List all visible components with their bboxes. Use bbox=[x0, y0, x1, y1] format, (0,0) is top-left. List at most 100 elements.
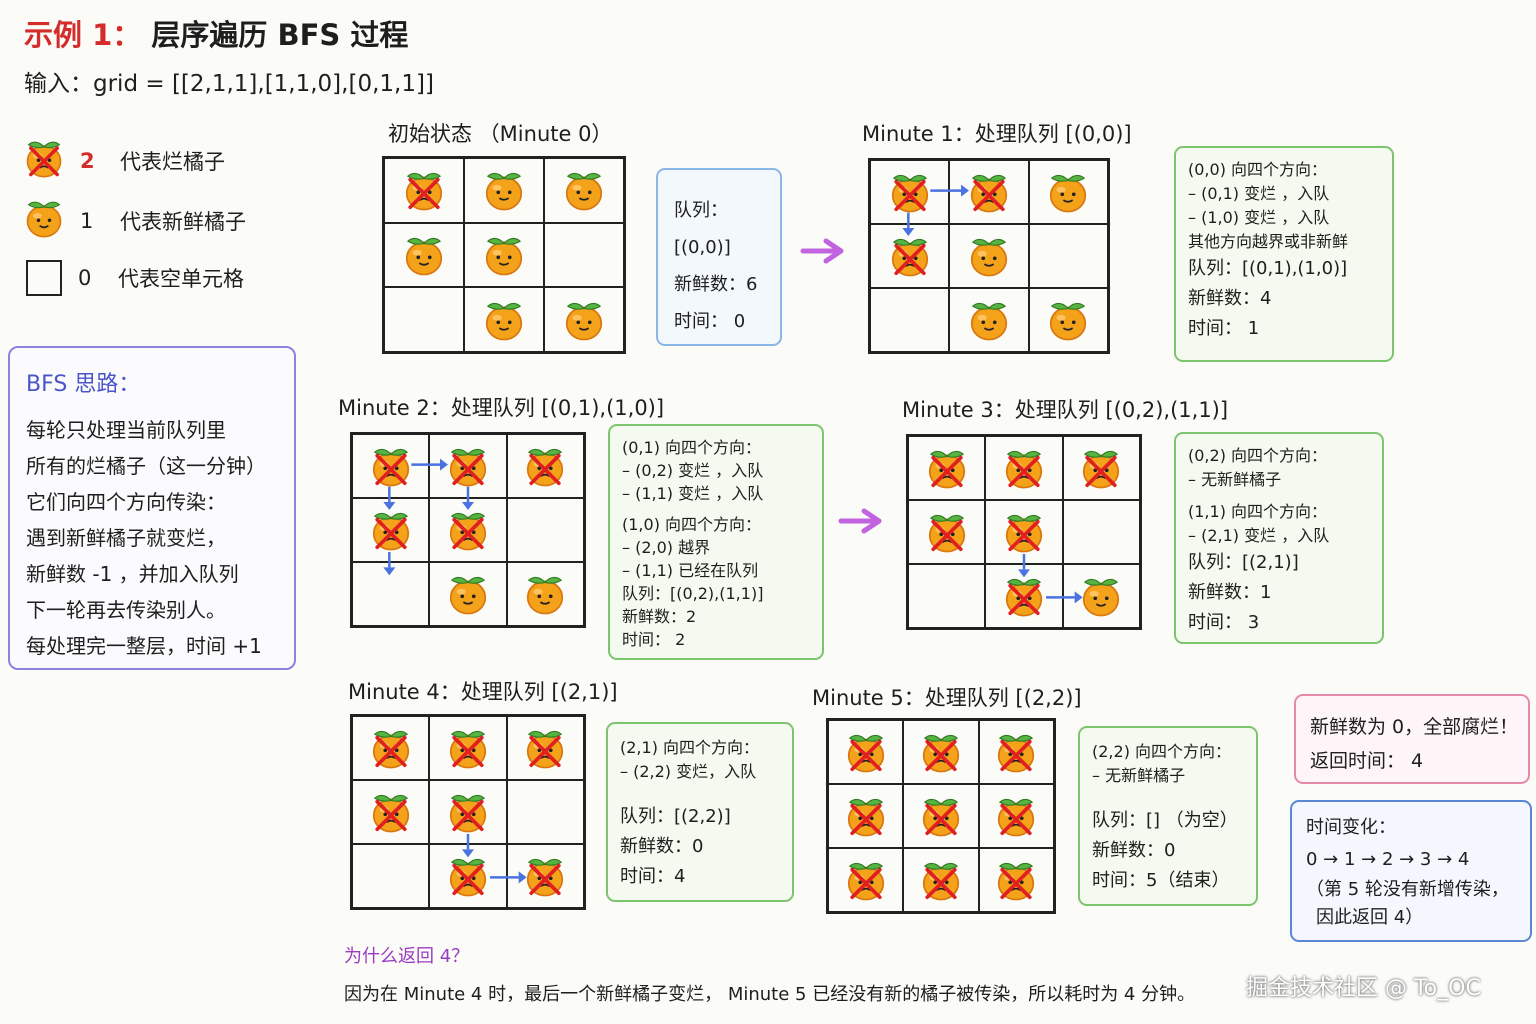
queue-value: 队列：[(2,2)] bbox=[620, 806, 731, 827]
grid-cell bbox=[949, 160, 1029, 224]
grid-cell bbox=[985, 500, 1063, 564]
legend-fresh: 1 代表新鲜橘子 bbox=[22, 196, 246, 245]
info-box-minute-4: (2,1) 向四个方向： – (2,2) 变烂，入队 队列：[(2,2)] 新鲜… bbox=[606, 722, 794, 902]
rotten-orange-icon bbox=[368, 725, 414, 771]
grid-cell bbox=[949, 288, 1029, 352]
bfs-line: 每处理完一整层，时间 +1 bbox=[26, 634, 262, 658]
grid-cell bbox=[828, 848, 904, 912]
grid-cell bbox=[828, 784, 904, 848]
fresh-orange-icon bbox=[481, 167, 527, 213]
rotten-orange-icon bbox=[1001, 573, 1047, 619]
grid-cell bbox=[352, 716, 430, 780]
grid-cell bbox=[1028, 288, 1108, 352]
grid-cell bbox=[985, 436, 1063, 500]
info-line: – 无新鲜橘子 bbox=[1092, 766, 1186, 785]
grid-minute-2 bbox=[350, 432, 586, 628]
grid-cell bbox=[506, 434, 584, 498]
grid-cell bbox=[908, 564, 986, 628]
rotten-orange-icon bbox=[887, 169, 933, 215]
fresh-count: 新鲜数：0 bbox=[1092, 840, 1176, 861]
rotten-orange-icon bbox=[522, 725, 568, 771]
grid-minute-5 bbox=[826, 718, 1056, 914]
step-arrow-icon bbox=[838, 508, 882, 534]
info-box-minute-1: (0,0) 向四个方向： – (0,1) 变烂 ，入队 – (1,0) 变烂 ，… bbox=[1174, 146, 1394, 362]
grid-cell bbox=[903, 720, 979, 784]
bfs-line: 遇到新鲜橘子就变烂， bbox=[26, 526, 226, 550]
grid-cell bbox=[429, 562, 507, 626]
grid-cell bbox=[464, 287, 544, 352]
queue-box-minute-0: 队列： [(0,0)] 新鲜数：6 时间： 0 bbox=[656, 168, 782, 346]
result-line: 新鲜数为 0，全部腐烂！ bbox=[1310, 716, 1519, 738]
grid-cell bbox=[1062, 564, 1140, 628]
grid-cell bbox=[429, 434, 507, 498]
rotten-orange-icon bbox=[993, 857, 1039, 903]
rotten-orange-icon bbox=[843, 793, 889, 839]
grid-cell bbox=[544, 287, 624, 352]
info-line: (0,2) 向四个方向： bbox=[1188, 446, 1328, 465]
grid-cell bbox=[903, 848, 979, 912]
grid-cell bbox=[544, 222, 624, 288]
grid-cell bbox=[506, 844, 584, 908]
grid-cell bbox=[949, 224, 1029, 288]
bfs-line: 所有的烂橘子（这一分钟） bbox=[26, 454, 266, 478]
fresh-count: 新鲜数：6 bbox=[674, 274, 758, 295]
rotten-orange-icon bbox=[522, 443, 568, 489]
fresh-orange-icon bbox=[561, 297, 607, 343]
queue-value: 队列：[(2,1)] bbox=[1188, 552, 1299, 573]
rotten-orange-icon bbox=[993, 729, 1039, 775]
queue-value: 队列：[(0,2),(1,1)] bbox=[622, 584, 764, 603]
info-line: (2,2) 向四个方向： bbox=[1092, 742, 1232, 761]
grid-cell bbox=[352, 562, 430, 626]
legend-value: 0 bbox=[78, 266, 92, 290]
grid-cell bbox=[908, 436, 986, 500]
rotten-orange-icon bbox=[966, 169, 1012, 215]
result-return: 返回时间： 4 bbox=[1310, 750, 1424, 772]
watermark: 掘金技术社区 @ To_OC bbox=[1246, 976, 1481, 1001]
why-answer: 因为在 Minute 4 时，最后一个新鲜橘子变烂， Minute 5 已经没有… bbox=[344, 984, 1196, 1005]
grid-cell bbox=[1028, 160, 1108, 224]
grid-cell bbox=[903, 784, 979, 848]
grid-cell bbox=[429, 780, 507, 844]
grid-cell bbox=[352, 844, 430, 908]
info-line: – (2,0) 越界 bbox=[622, 538, 711, 557]
grid-cell bbox=[384, 158, 464, 223]
grid-cell bbox=[352, 434, 430, 498]
rotten-orange-icon bbox=[368, 789, 414, 835]
info-line: – 无新鲜橘子 bbox=[1188, 470, 1282, 489]
info-line: – (0,2) 变烂 ，入队 bbox=[622, 461, 764, 480]
grid-cell bbox=[978, 784, 1054, 848]
example-label: 示例 1： bbox=[24, 18, 142, 52]
fresh-orange-icon bbox=[1045, 297, 1091, 343]
legend-rotten: 2 代表烂橘子 bbox=[22, 136, 225, 185]
panel-label-minute-2: Minute 2：处理队列 [(0,1),(1,0)] bbox=[338, 396, 665, 420]
rotten-orange-icon bbox=[924, 509, 970, 555]
time-value: 时间： 2 bbox=[622, 630, 686, 649]
legend-label: 代表空单元格 bbox=[118, 267, 244, 291]
grid-cell bbox=[828, 720, 904, 784]
queue-value: [(0,0)] bbox=[674, 237, 731, 258]
legend-value: 1 bbox=[80, 208, 94, 233]
rotten-orange-icon bbox=[924, 445, 970, 491]
rotten-orange-icon bbox=[368, 507, 414, 553]
grid-cell bbox=[870, 224, 950, 288]
fresh-orange-icon bbox=[481, 232, 527, 278]
info-line: – (0,1) 变烂 ，入队 bbox=[1188, 184, 1330, 203]
info-line: – (1,1) 变烂 ，入队 bbox=[622, 484, 764, 503]
grid-cell bbox=[464, 222, 544, 288]
bfs-line: 新鲜数 -1 ，并加入队列 bbox=[26, 562, 239, 586]
grid-cell bbox=[352, 780, 430, 844]
fresh-orange-icon bbox=[522, 571, 568, 617]
rotten-orange-icon bbox=[522, 853, 568, 899]
bfs-line: 下一轮再去传染别人。 bbox=[26, 598, 226, 622]
info-line: – (2,2) 变烂，入队 bbox=[620, 762, 757, 781]
time-change-title: 时间变化： bbox=[1306, 817, 1396, 838]
time-value: 时间：5（结束） bbox=[1092, 870, 1230, 891]
legend-value: 2 bbox=[80, 148, 95, 173]
info-line: (1,0) 向四个方向： bbox=[622, 515, 762, 534]
fresh-orange-icon bbox=[1045, 169, 1091, 215]
grid-cell bbox=[1028, 224, 1108, 288]
fresh-orange-icon bbox=[561, 167, 607, 213]
panel-label-minute-5: Minute 5：处理队列 [(2,2)] bbox=[812, 686, 1082, 710]
fresh-orange-icon bbox=[481, 297, 527, 343]
fresh-orange-icon bbox=[401, 232, 447, 278]
